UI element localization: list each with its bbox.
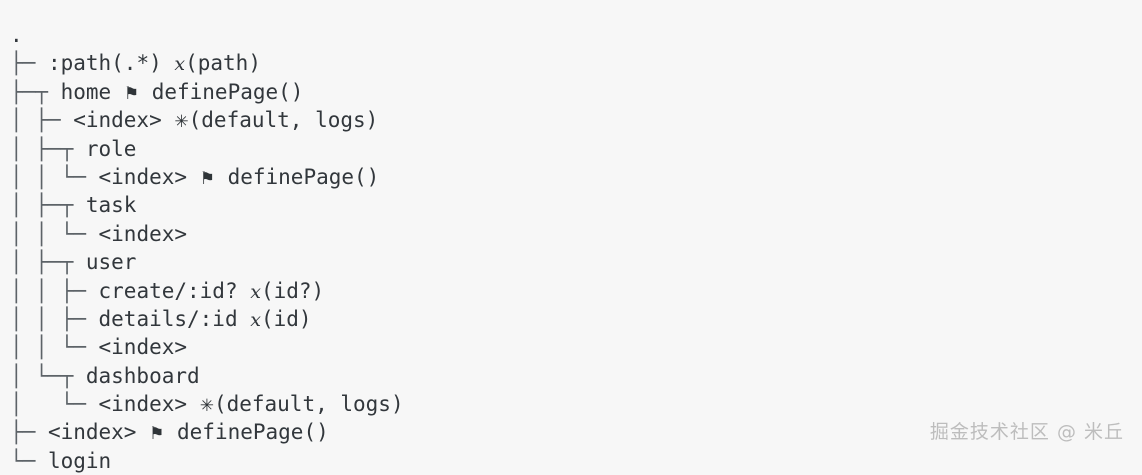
tree-node-label[interactable]: task	[85, 193, 137, 218]
tree-sep	[162, 108, 175, 132]
tree-line: │ ├─ <index> ✳(default, logs)	[10, 106, 404, 134]
tree-line: │ │ └─ <index> ⚑ definePage()	[10, 163, 404, 191]
tree-node-meta: definePage()	[227, 164, 380, 189]
tree-line: │ │ └─ <index>	[10, 333, 404, 361]
tree-line: ├─┬ home ⚑ definePage()	[10, 78, 404, 106]
tree-node-label[interactable]: create/:id?	[98, 278, 238, 303]
tree-guides: │ │ └─	[10, 335, 99, 360]
tree-sep	[139, 80, 152, 104]
meta-x-icon: x	[250, 280, 261, 303]
tree-guides: │ │ ├─	[10, 306, 99, 331]
tree-guides: │ ├─┬	[10, 193, 86, 218]
tree-sep	[111, 80, 124, 104]
tree-node-label[interactable]: <index>	[98, 392, 188, 417]
tree-line: │ │ ├─ details/:id x(id)	[10, 305, 404, 333]
tree-line: │ ├─┬ user	[10, 248, 404, 276]
flag-icon: ⚑	[123, 83, 140, 104]
tree-guides: ├─	[10, 51, 48, 76]
star-icon: ✳	[199, 396, 214, 417]
tree-line: │ └─┬ dashboard	[10, 362, 404, 390]
tree-node-label[interactable]: user	[85, 250, 137, 275]
star-icon: ✳	[174, 112, 189, 133]
tree-guides: │ │ └─	[10, 164, 99, 189]
tree-guides: │ ├─┬	[10, 250, 86, 275]
tree-guides: │ ├─	[10, 108, 74, 133]
tree-node-label[interactable]: role	[85, 136, 137, 161]
tree-root-dot: .	[10, 23, 23, 47]
tree-node-meta: (path)	[185, 51, 261, 76]
tree-node-meta: (default, logs)	[213, 392, 404, 417]
tree-sep	[164, 420, 177, 444]
tree-node-label[interactable]: <index>	[47, 420, 137, 445]
meta-x-icon: x	[250, 308, 261, 331]
tree-node-label[interactable]: <index>	[98, 221, 188, 246]
tree-guides: ├─	[10, 420, 48, 445]
tree-node-label[interactable]: <index>	[98, 335, 188, 360]
tree-node-label[interactable]: details/:id	[98, 306, 238, 331]
tree-sep	[136, 420, 149, 444]
route-tree-viewport: .├─ :path(.*) x(path)├─┬ home ⚑ definePa…	[10, 23, 1124, 473]
tree-node-label[interactable]: home	[60, 79, 112, 104]
tree-sep	[187, 165, 200, 189]
tree-guides: │ │ └─	[10, 221, 99, 246]
tree-sep	[238, 279, 251, 303]
tree-node-label[interactable]: <index>	[73, 108, 162, 133]
tree-line: ├─ <index> ⚑ definePage()	[10, 418, 404, 446]
tree-line: │ ├─┬ role	[10, 135, 404, 163]
flag-icon: ⚑	[199, 168, 215, 189]
tree-line: │ ├─┬ task	[10, 191, 404, 219]
tree-line: │ │ ├─ create/:id? x(id?)	[10, 277, 404, 305]
tree-sep	[238, 307, 251, 331]
tree-node-meta: (default, logs)	[188, 108, 379, 133]
tree-node-meta: definePage()	[177, 420, 329, 445]
tree-node-label[interactable]: dashboard	[85, 363, 200, 388]
watermark: 掘金技术社区 @ 米丘	[929, 421, 1124, 443]
tree-guides: └─	[10, 448, 48, 473]
tree-guides: │ │ ├─	[10, 278, 99, 303]
tree-sep	[215, 165, 228, 189]
tree-guides: │ ├─┬	[10, 136, 86, 161]
tree-line: .	[10, 21, 404, 49]
flag-icon: ⚑	[149, 424, 165, 445]
tree-line: │ └─ <index> ✳(default, logs)	[10, 390, 404, 418]
tree-guides: │ └─┬	[10, 363, 86, 388]
tree-node-label[interactable]: login	[47, 448, 112, 473]
tree-node-meta: definePage()	[151, 79, 304, 104]
meta-x-icon: x	[174, 53, 186, 76]
route-tree: .├─ :path(.*) x(path)├─┬ home ⚑ definePa…	[10, 21, 404, 475]
tree-line: └─ login	[10, 447, 404, 475]
tree-guides: │ └─	[10, 392, 99, 417]
tree-node-label[interactable]: :path(.*)	[47, 51, 162, 76]
tree-node-meta: (id)	[260, 306, 312, 331]
tree-sep	[187, 392, 200, 416]
tree-line: ├─ :path(.*) x(path)	[10, 49, 404, 77]
tree-node-meta: (id?)	[260, 278, 325, 303]
tree-line: │ │ └─ <index>	[10, 220, 404, 248]
tree-guides: ├─┬	[10, 79, 61, 104]
tree-node-label[interactable]: <index>	[98, 164, 188, 189]
tree-sep	[162, 51, 175, 75]
